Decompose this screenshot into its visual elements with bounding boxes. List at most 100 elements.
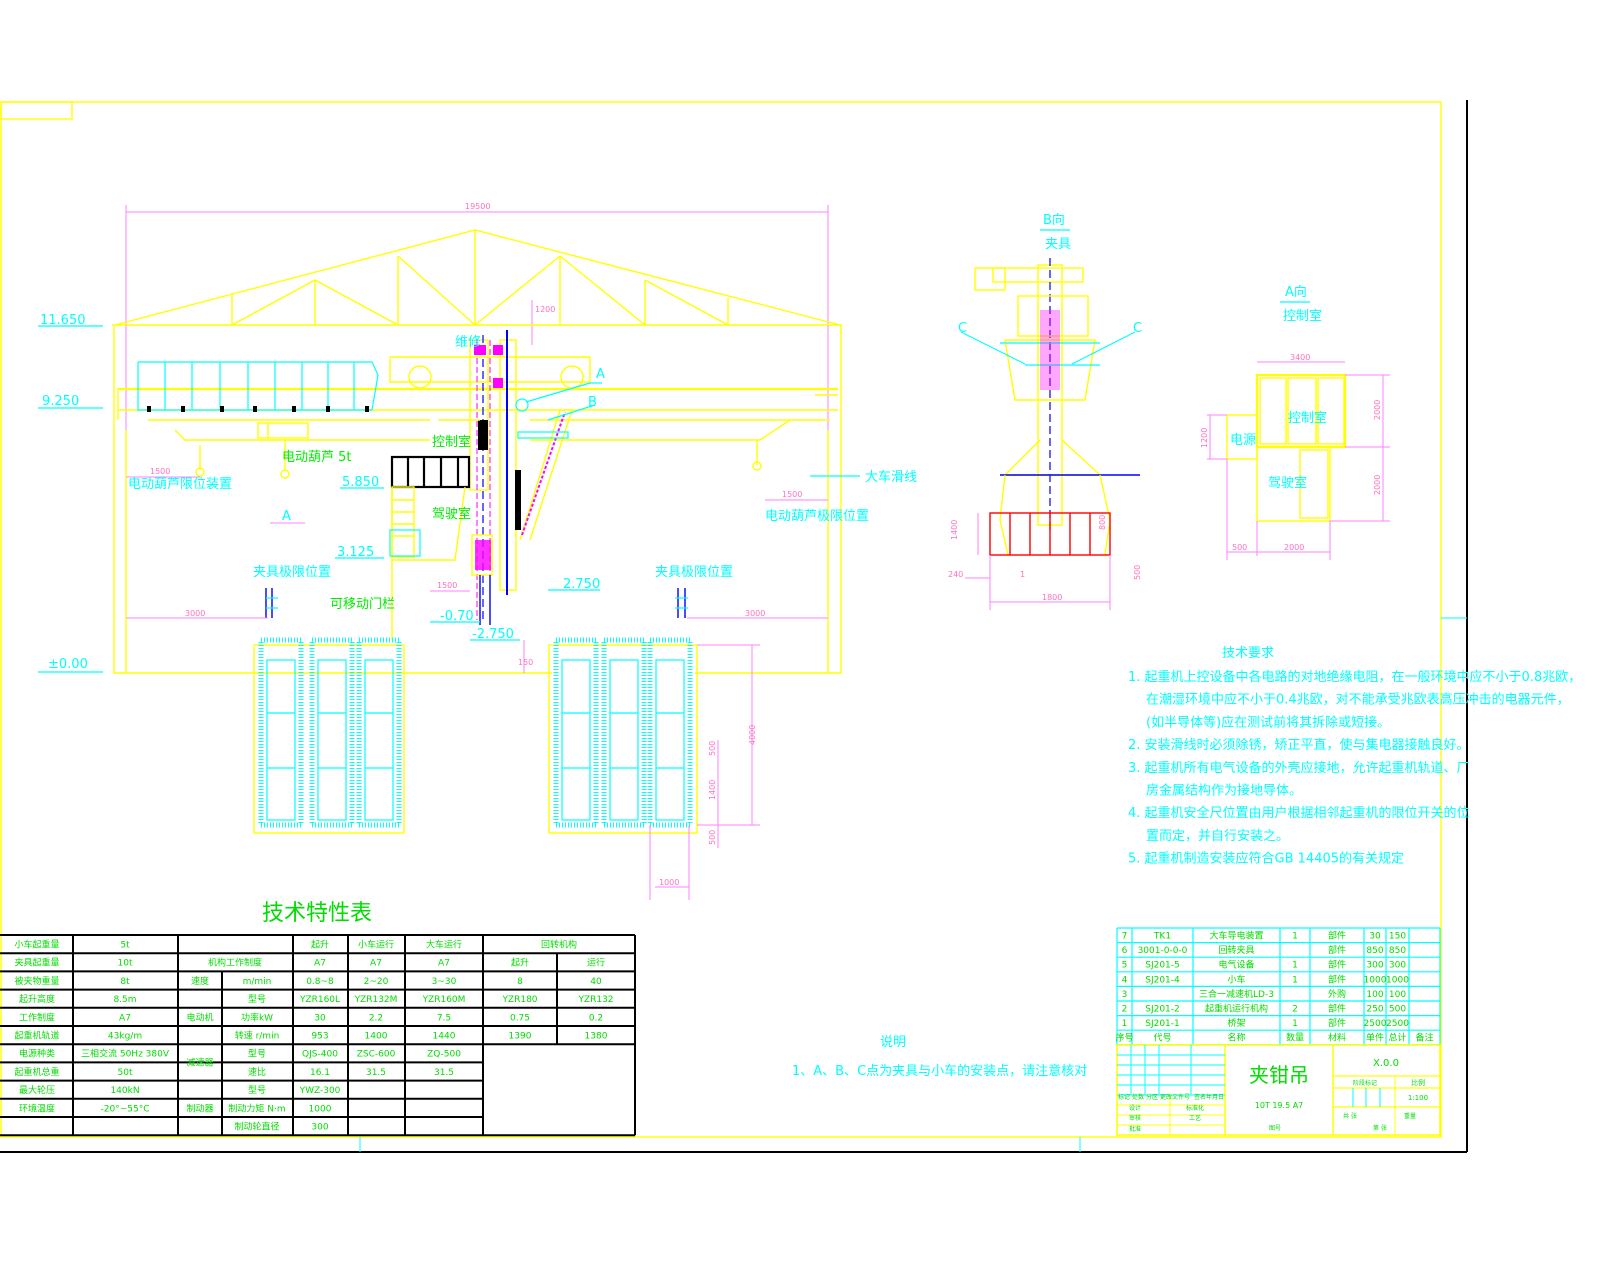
spec-duty-value: A7 bbox=[438, 959, 450, 969]
tech-requirements-title: 技术要求 bbox=[1222, 646, 1274, 661]
title-block-label: 年月日 bbox=[1206, 1093, 1224, 1101]
tech-requirement-line: 1. 起重机上控设备中各电路的对地绝缘电阻，在一般环境中应不小于0.8兆欧， bbox=[1128, 669, 1581, 685]
title-block-label: 更改文件号 bbox=[1160, 1093, 1190, 1101]
parts-cell: 5 bbox=[1122, 961, 1128, 971]
spec-reducer-value: 31.5 bbox=[434, 1068, 454, 1078]
title-block: 夹钳吊10T 19.5 A7X.0.0比例1:100标记处数分区更改文件号签名年… bbox=[1116, 1044, 1441, 1136]
dim-pit-seg: 1400 bbox=[708, 780, 717, 800]
dim-span: 19500 bbox=[465, 202, 490, 211]
parts-cell: 1 bbox=[1292, 932, 1298, 942]
parts-header: 单件 bbox=[1366, 1032, 1384, 1044]
parts-cell: 30 bbox=[1369, 932, 1381, 942]
spec-motor-value: YZR132M bbox=[354, 995, 398, 1005]
spec-motor-value: 953 bbox=[311, 1032, 328, 1042]
plan-view-subtitle: 控制室 bbox=[1283, 308, 1322, 324]
spec-reducer-label: 速比 bbox=[248, 1066, 266, 1078]
spec-motor-label: 转速 r/min bbox=[235, 1030, 280, 1042]
clamp-limit-markers bbox=[265, 588, 688, 618]
parts-cell: 小车 bbox=[1227, 973, 1245, 985]
tech-requirement-line: 3. 起重机所有电气设备的外壳应接地，允许起重机轨道、厂 bbox=[1128, 760, 1470, 776]
spec-row-value: 140kN bbox=[110, 1086, 139, 1096]
elev-ground: ±0.00 bbox=[48, 657, 88, 672]
plan-dim-width: 3400 bbox=[1290, 353, 1310, 362]
label-control-room: 控制室 bbox=[432, 434, 471, 450]
drawing-spec: 10T 19.5 A7 bbox=[1255, 1101, 1304, 1110]
label-section-a: A bbox=[282, 509, 291, 524]
label-hoist: 电动葫芦 5t bbox=[282, 450, 352, 465]
spec-motor-value: YZR180 bbox=[501, 995, 537, 1005]
spec-motor-value: YZR160M bbox=[422, 995, 466, 1005]
spec-motor-group: 电动机 bbox=[186, 1011, 213, 1023]
scale-label: 比例 bbox=[1411, 1078, 1425, 1087]
title-block-label: 共 张 bbox=[1343, 1112, 1357, 1120]
spec-rotate-sub: 起升 bbox=[511, 958, 529, 969]
parts-cell: 部件 bbox=[1328, 944, 1346, 956]
spec-speed-group: 速度 bbox=[191, 975, 209, 987]
label-hoist-limit-left: 电动葫芦限位装置 bbox=[128, 477, 232, 492]
notes-text: 1、A、B、C点为夹具与小车的安装点，请注意核对 bbox=[792, 1063, 1087, 1079]
side-point-c-left: C bbox=[958, 321, 967, 336]
elev-bottom: -0.70 bbox=[440, 609, 474, 624]
spec-reducer-value: ZSC-600 bbox=[357, 1050, 396, 1060]
title-block-label: 设计 bbox=[1129, 1104, 1141, 1112]
spec-header: 起升 bbox=[311, 940, 329, 951]
parts-cell: 部件 bbox=[1328, 973, 1346, 985]
parts-header: 数量 bbox=[1286, 1032, 1304, 1044]
spec-row-value: 50t bbox=[118, 1068, 133, 1078]
spec-brake-label: 制动轮直径 bbox=[234, 1121, 279, 1133]
title-block-label: 第 张 bbox=[1373, 1124, 1387, 1132]
parts-cell: 起重机运行机构 bbox=[1205, 1003, 1268, 1015]
parts-cell: 100 bbox=[1366, 990, 1383, 1000]
plan-label-control-room: 控制室 bbox=[1288, 410, 1327, 426]
parts-cell: 回转夹具 bbox=[1218, 944, 1254, 956]
dim-pit-width: 1000 bbox=[659, 878, 679, 887]
spec-motor-value: 0.75 bbox=[510, 1013, 530, 1023]
parts-cell: 大车导电装置 bbox=[1209, 930, 1263, 942]
parts-cell: 外购 bbox=[1328, 988, 1346, 1000]
drawing-name: 夹钳吊 bbox=[1249, 1063, 1309, 1087]
spec-row-value: A7 bbox=[119, 1013, 131, 1023]
spec-header: 小车运行 bbox=[358, 939, 394, 951]
parts-cell: 桥架 bbox=[1227, 1017, 1245, 1029]
title-block-label: 标准化 bbox=[1186, 1104, 1204, 1112]
main-elevation-view: 19500 1200 bbox=[38, 202, 917, 900]
right-pit bbox=[548, 637, 760, 900]
side-view-clamp: B向 夹具 C C 1400 1800 240 1 800 bbox=[948, 212, 1142, 610]
spec-reducer-label: 型号 bbox=[248, 1049, 266, 1060]
tech-requirement-line: 2. 安装滑线时必须除锈，矫正平直，使与集电器接触良好。 bbox=[1128, 737, 1470, 753]
parts-cell: 1000 bbox=[1386, 975, 1409, 985]
parts-cell: 300 bbox=[1389, 961, 1406, 971]
spec-row-label: 工作制度 bbox=[19, 1011, 55, 1023]
title-block-label: 签名 bbox=[1194, 1093, 1206, 1101]
parts-header: 材料 bbox=[1328, 1032, 1346, 1044]
dim-hoist-right: 1500 bbox=[782, 490, 802, 499]
spec-motor-value: 0.2 bbox=[589, 1013, 603, 1023]
spec-motor-label: 型号 bbox=[248, 994, 266, 1005]
parts-cell: 部件 bbox=[1328, 1003, 1346, 1015]
parts-cell: 1 bbox=[1292, 975, 1298, 985]
elev-rail: 9.250 bbox=[42, 394, 79, 409]
spec-header: 大车运行 bbox=[426, 939, 462, 951]
spec-speed-value: 8 bbox=[517, 977, 523, 987]
elev-clamp-low: -2.750 bbox=[472, 627, 514, 642]
parts-cell: 1000 bbox=[1364, 975, 1387, 985]
spec-row-label: 夹具起重量 bbox=[14, 957, 59, 969]
side-dim-load-h: 1400 bbox=[950, 520, 959, 540]
parts-cell: 三合一减速机LD-3 bbox=[1199, 988, 1274, 1000]
title-block-label: 阶段标记 bbox=[1353, 1079, 1377, 1087]
spec-brake-label: 制动力矩 N·m bbox=[228, 1102, 285, 1114]
spec-brake-group: 制动器 bbox=[186, 1102, 213, 1114]
parts-cell: SJ201-4 bbox=[1145, 975, 1180, 985]
trolley-mast bbox=[469, 330, 602, 625]
dim-pit-depth: 4000 bbox=[748, 725, 757, 745]
spec-speed-value: 0.8~8 bbox=[306, 977, 334, 987]
parts-cell: TK1 bbox=[1153, 932, 1171, 942]
side-dim-right-h: 800 bbox=[1098, 515, 1107, 530]
parts-cell: 6 bbox=[1122, 946, 1128, 956]
cab-structure bbox=[389, 419, 480, 640]
tech-requirement-line: 在潮湿环境中应不小于0.4兆欧，对不能承受兆欧表高压冲击的电器元件， bbox=[1146, 692, 1570, 708]
parts-cell: SJ201-1 bbox=[1145, 1019, 1180, 1029]
dim-cab-width: 1500 bbox=[437, 581, 457, 590]
